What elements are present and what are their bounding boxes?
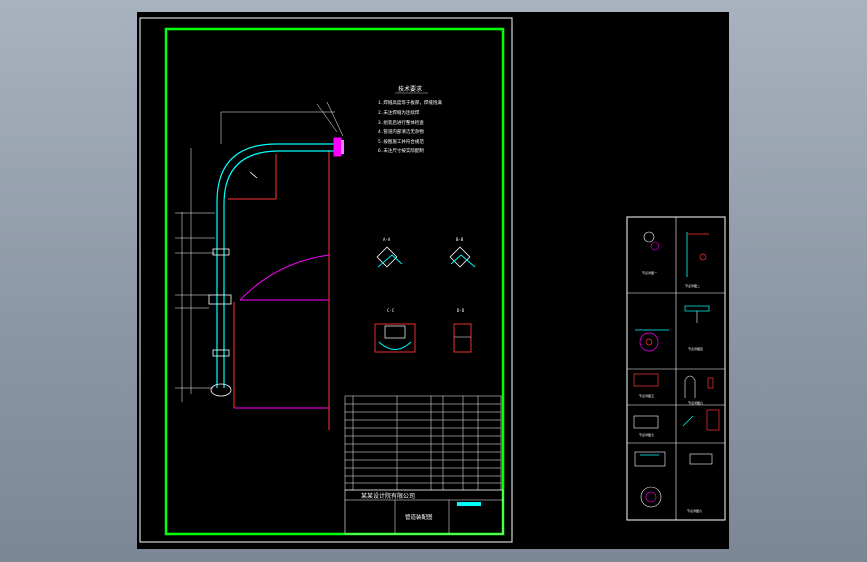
note-line-3: 3.组装后进行整体检查	[378, 119, 424, 126]
title-block-accent	[457, 502, 481, 506]
detail-sheet: 节点详图一 节点详图二 节点详图四 节点详图五 节点详图六 节点详图七 节点详图…	[626, 216, 726, 521]
note-line-1: 1.焊缝高度等于板厚，焊缝饱满	[378, 99, 442, 106]
note-line-2: 2.未注焊缝为连续焊	[378, 109, 420, 116]
sheet-outer-border	[139, 17, 513, 543]
detail-9-pipe	[645, 491, 657, 503]
detail-title-9: 节点详图九	[687, 508, 702, 513]
notes-title: 技术要求	[398, 85, 422, 93]
section-label-d: D-D	[457, 308, 465, 313]
detail-9-flange	[640, 486, 662, 508]
pipe-flange-face	[341, 140, 344, 154]
tank-arc	[239, 254, 330, 301]
cad-drawing[interactable]: 技术要求 1.焊缝高度等于板厚，焊缝饱满 2.未注焊缝为连续焊 3.组装后进行整…	[137, 12, 729, 549]
clamp-2	[208, 294, 232, 305]
title-block-outline	[344, 489, 504, 535]
section-b-plate	[449, 246, 471, 268]
title-block-drawing-title: 管道装配图	[405, 513, 433, 521]
pipe-body-outer	[216, 143, 335, 388]
title-block: 某某设计院有限公司 管道装配图	[344, 489, 504, 535]
detail-7-plate	[633, 415, 659, 429]
sheet-inner-frame	[164, 27, 505, 536]
detail-1-pipe	[650, 241, 660, 251]
clamp-1	[212, 248, 230, 256]
section-c-clamp	[384, 325, 406, 339]
detail-5-box	[633, 373, 659, 387]
model-space-canvas[interactable]: 技术要求 1.焊缝高度等于板厚，焊缝饱满 2.未注焊缝为连续焊 3.组装后进行整…	[137, 12, 729, 549]
bom-table	[344, 395, 502, 491]
detail-title-2: 节点详图二	[685, 283, 700, 288]
detail-9-side	[689, 453, 713, 465]
pipe-foot	[210, 383, 232, 397]
detail-title-6: 节点详图六	[688, 400, 703, 405]
detail-1-flange	[643, 231, 655, 243]
detail-title-4: 节点详图四	[688, 346, 703, 351]
detail-9-top	[634, 451, 666, 467]
section-b-pipe	[450, 254, 476, 268]
clamp-3	[212, 349, 230, 357]
section-label-a: A-A	[383, 237, 391, 242]
detail-8-box	[706, 409, 720, 431]
detail-title-7: 节点详图七	[639, 432, 654, 437]
note-line-5: 5.按图施工并符合规范	[378, 138, 424, 145]
detail-4-plate	[684, 305, 710, 312]
section-label-b: B-B	[456, 237, 464, 242]
dim-angle-leader	[249, 171, 258, 179]
detail-3-ring	[639, 332, 659, 352]
section-label-c: C-C	[387, 308, 395, 313]
detail-6-pipe-end	[684, 375, 696, 398]
detail-8-pipe	[682, 415, 694, 427]
main-sheet: 技术要求 1.焊缝高度等于板厚，焊缝饱满 2.未注焊缝为连续焊 3.组装后进行整…	[139, 17, 513, 543]
note-line-6: 6.未注尺寸按实际配制	[378, 147, 424, 154]
dim-flange-leader-1	[316, 103, 338, 133]
pipe-elevation	[175, 101, 344, 430]
section-a-plate	[376, 246, 398, 268]
section-d-box	[453, 323, 472, 353]
section-views: A-A B-B C-C D-D	[374, 237, 476, 353]
section-c-box	[374, 323, 416, 353]
pipe-flange-top	[333, 137, 342, 157]
detail-3-bolt	[645, 338, 653, 346]
title-block-company: 某某设计院有限公司	[361, 492, 415, 500]
detail-title-1: 节点详图一	[642, 270, 657, 275]
note-line-4: 4.管道内部清洁无杂物	[378, 128, 424, 135]
section-a-pipe	[377, 254, 403, 268]
detail-2-node	[699, 253, 707, 261]
pipe-body-inner	[223, 150, 335, 388]
dim-flange-leader-2	[326, 101, 344, 137]
detail-title-5: 节点详图五	[639, 393, 654, 398]
section-c-pipe	[378, 341, 412, 350]
technical-notes: 技术要求 1.焊缝高度等于板厚，焊缝饱满 2.未注焊缝为连续焊 3.组装后进行整…	[378, 85, 442, 154]
detail-6-marker	[707, 377, 714, 389]
